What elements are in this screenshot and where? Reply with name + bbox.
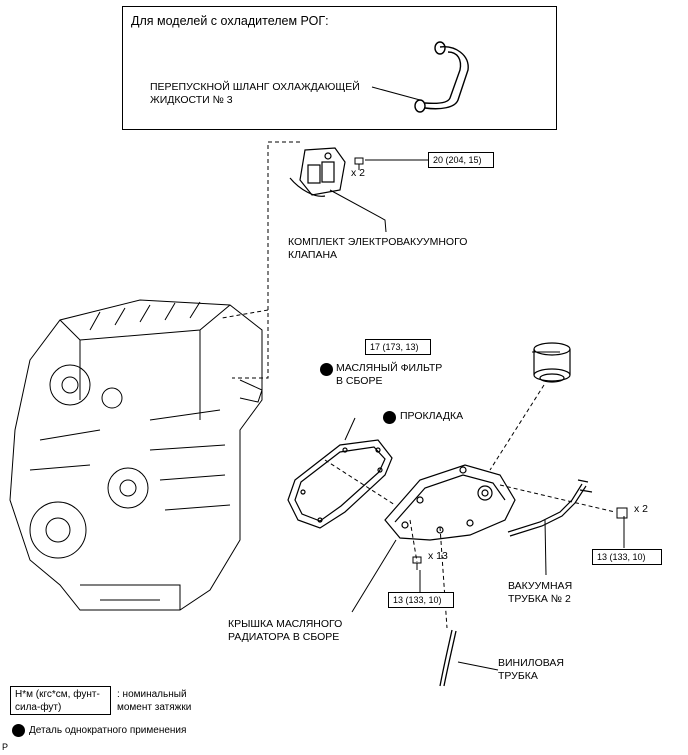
oil-filter-torque: 17 (173, 13) bbox=[365, 339, 431, 355]
oil-cooler-cover-icon bbox=[384, 464, 516, 541]
cover-bolt-dashed-line bbox=[409, 519, 418, 563]
vinyl-leader bbox=[457, 661, 499, 671]
hose-leader bbox=[371, 86, 421, 101]
tube-dashed-line bbox=[499, 484, 616, 513]
inset-title: Для моделей с охладителем РОГ: bbox=[131, 14, 329, 28]
figure-code: P bbox=[2, 742, 9, 752]
vsv-kit-label: КОМПЛЕКТ ЭЛЕКТРОВАКУУМНОГО КЛАПАНА bbox=[288, 236, 468, 261]
tube-bolt-icon bbox=[616, 507, 628, 519]
torque-unit-description: : номинальный момент затяжки bbox=[117, 689, 192, 713]
vacuum-tube-label: ВАКУУМНАЯ ТРУБКА № 2 bbox=[508, 580, 573, 605]
vsv-dashed-line bbox=[232, 141, 300, 379]
vsv-bolt-torque: 20 (204, 15) bbox=[428, 152, 494, 168]
filter-dashed-line bbox=[489, 384, 545, 471]
bypass-hose-label: ПЕРЕПУСКНОЙ ШЛАНГ ОХЛАЖДАЮЩЕЙ ЖИДКОСТИ №… bbox=[150, 81, 360, 106]
tube-bolt-torque: 13 (133, 10) bbox=[592, 549, 662, 565]
cover-leader bbox=[351, 539, 397, 613]
egr-cooler-inset: Для моделей с охладителем РОГ: bbox=[122, 6, 557, 130]
vacuum-tube-leader bbox=[544, 519, 547, 576]
cover-bolt-icon bbox=[412, 556, 422, 570]
non-reusable-mark-oil-filter bbox=[320, 363, 333, 376]
gasket-leader bbox=[344, 417, 356, 441]
vsv-kit-icon bbox=[289, 147, 346, 197]
vsv-bolt-icon bbox=[354, 157, 364, 170]
vinyl-tube-label: ВИНИЛОВАЯ ТРУБКА bbox=[498, 657, 564, 682]
gasket-label: ПРОКЛАДКА bbox=[400, 410, 464, 422]
vinyl-tube-icon bbox=[439, 629, 457, 687]
bypass-hose-icon bbox=[414, 41, 469, 113]
vinyl-dashed-line bbox=[439, 526, 448, 629]
oil-filter-label: МАСЛЯНЫЙ ФИЛЬТР В СБОРЕ bbox=[336, 362, 443, 387]
vacuum-tube-icon bbox=[507, 479, 593, 537]
vsv-dashed-line-2 bbox=[221, 309, 269, 319]
cover-bolt-torque: 13 (133, 10) bbox=[388, 592, 454, 608]
engine-block-icon bbox=[9, 299, 263, 611]
oil-cooler-cover-label: КРЫШКА МАСЛЯНОГО РАДИАТОРА В СБОРЕ bbox=[228, 618, 343, 643]
non-reusable-mark-gasket bbox=[383, 411, 396, 424]
gasket-icon bbox=[287, 439, 393, 529]
non-reusable-legend-mark bbox=[12, 724, 25, 737]
oil-filter-icon bbox=[533, 342, 571, 383]
torque-unit-text: Н*м (кгс*см, фунт- сила-фут) bbox=[15, 689, 100, 713]
vsv-bolt-quantity: x 2 bbox=[351, 167, 366, 179]
non-reusable-legend-text: Деталь однократного применения bbox=[29, 725, 187, 736]
cover-bolt-quantity: x 13 bbox=[428, 550, 448, 562]
tube-bolt-quantity: x 2 bbox=[634, 503, 649, 515]
torque-unit-legend-box: Н*м (кгс*см, фунт- сила-фут) bbox=[10, 686, 111, 715]
vsv-leader bbox=[329, 189, 387, 233]
